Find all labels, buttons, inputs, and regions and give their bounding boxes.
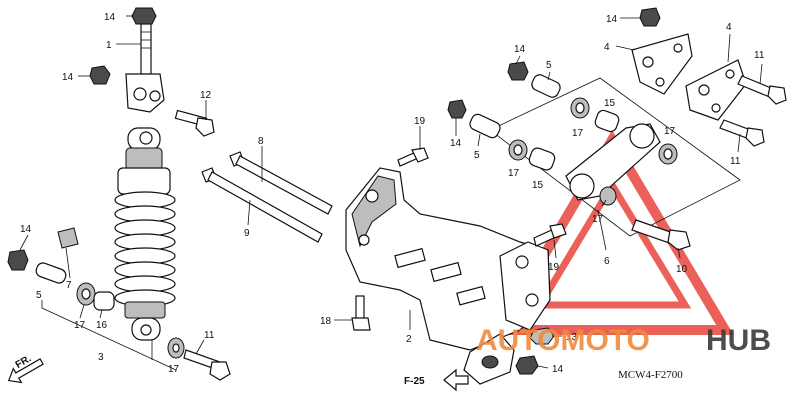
nut-14-bottom xyxy=(515,355,539,375)
callout-labels: 14 1 14 12 8 9 14 7 5 17 16 3 17 11 18 2… xyxy=(20,12,765,375)
label-11-right: 11 xyxy=(730,156,741,167)
collar-5-mid xyxy=(469,113,501,139)
label-15-b: 15 xyxy=(532,180,544,191)
collar-5-upper xyxy=(531,74,561,98)
label-11-right-top: 11 xyxy=(754,50,765,61)
label-19-lower: 19 xyxy=(548,262,560,273)
nut-14-right-top xyxy=(639,7,661,27)
bolt-11-bottom xyxy=(183,349,231,381)
label-2: 2 xyxy=(406,334,412,345)
collar-5-left xyxy=(35,262,67,284)
label-15-a: 15 xyxy=(604,98,616,109)
label-14-lower-left: 14 xyxy=(20,224,32,235)
seal-17-a xyxy=(570,97,590,119)
label-17-d: 17 xyxy=(592,214,604,225)
label-7: 7 xyxy=(66,280,72,291)
label-9: 9 xyxy=(244,228,250,239)
nut-left xyxy=(89,65,111,85)
label-11-bottom: 11 xyxy=(204,330,215,341)
bolt-19-lower xyxy=(533,223,567,247)
label-8: 8 xyxy=(258,136,264,147)
label-18: 18 xyxy=(320,316,332,327)
nut-lower-left xyxy=(7,249,29,271)
shock-spring xyxy=(114,191,176,307)
label-17-bottom: 17 xyxy=(168,364,180,375)
label-17-b: 17 xyxy=(508,168,520,179)
label-16: 16 xyxy=(96,320,108,331)
label-17-a: 17 xyxy=(572,128,584,139)
bolt-12 xyxy=(174,109,215,137)
label-12: 12 xyxy=(200,90,212,101)
bushing-15-b xyxy=(528,147,556,171)
link-arm-6 xyxy=(565,123,661,206)
watermark-logo: AUTOMOTO HUB xyxy=(476,324,771,357)
seal-17-bottom xyxy=(167,337,185,359)
cap-7 xyxy=(57,227,79,249)
reference-f25: F-25 xyxy=(404,368,469,392)
plate-4-b xyxy=(685,59,747,121)
label-14-mid: 14 xyxy=(450,138,462,149)
label-17-left: 17 xyxy=(74,320,86,331)
link-assembly-outline xyxy=(489,77,741,237)
label-19-mid: 19 xyxy=(414,116,426,127)
label-5-upper: 5 xyxy=(546,60,552,71)
seal-17-left xyxy=(76,282,96,306)
bolt-18 xyxy=(351,295,371,331)
bolt-10 xyxy=(631,219,691,251)
seal-17-c xyxy=(658,143,678,165)
label-4-b: 4 xyxy=(726,22,732,33)
ref-label: F-25 xyxy=(404,376,425,387)
bushing-15-a xyxy=(594,109,620,133)
label-13: 13 xyxy=(566,332,578,343)
label-14-right-top: 14 xyxy=(606,14,618,25)
leader-lines xyxy=(19,15,763,371)
shock-absorber xyxy=(114,127,176,341)
watermark-text-orange: AUTOMOTO xyxy=(476,324,650,357)
nut-14-upper xyxy=(507,61,529,81)
plate-4-a xyxy=(631,33,693,95)
label-17-c: 17 xyxy=(664,126,676,137)
bolt-11-right xyxy=(719,119,765,147)
label-1: 1 xyxy=(106,40,112,51)
label-4-a: 4 xyxy=(604,42,610,53)
label-3: 3 xyxy=(98,352,104,363)
bolt-9 xyxy=(201,167,323,243)
bolt-19-mid xyxy=(397,147,429,167)
bolt-8 xyxy=(229,151,333,215)
label-10: 10 xyxy=(676,264,688,275)
upper-mount-bolt xyxy=(125,23,165,113)
label-6: 6 xyxy=(604,256,610,267)
watermark-text-dark: HUB xyxy=(706,324,771,357)
label-14-left: 14 xyxy=(62,72,74,83)
label-14-top: 14 xyxy=(104,12,116,23)
front-arrow: FR. xyxy=(7,353,44,384)
frame-bracket xyxy=(345,167,551,385)
label-14-bottom: 14 xyxy=(552,364,564,375)
bolt-11-right-top xyxy=(737,75,787,105)
label-5-mid: 5 xyxy=(474,150,480,161)
nut-top xyxy=(131,7,157,25)
nut-14-mid xyxy=(447,99,467,119)
label-5-left: 5 xyxy=(36,290,42,301)
bushing-16 xyxy=(93,291,115,311)
label-14-upper: 14 xyxy=(514,44,526,55)
seal-17-b xyxy=(508,139,528,161)
diagram-code: MCW4-F2700 xyxy=(618,369,683,381)
nut-13 xyxy=(529,327,555,345)
